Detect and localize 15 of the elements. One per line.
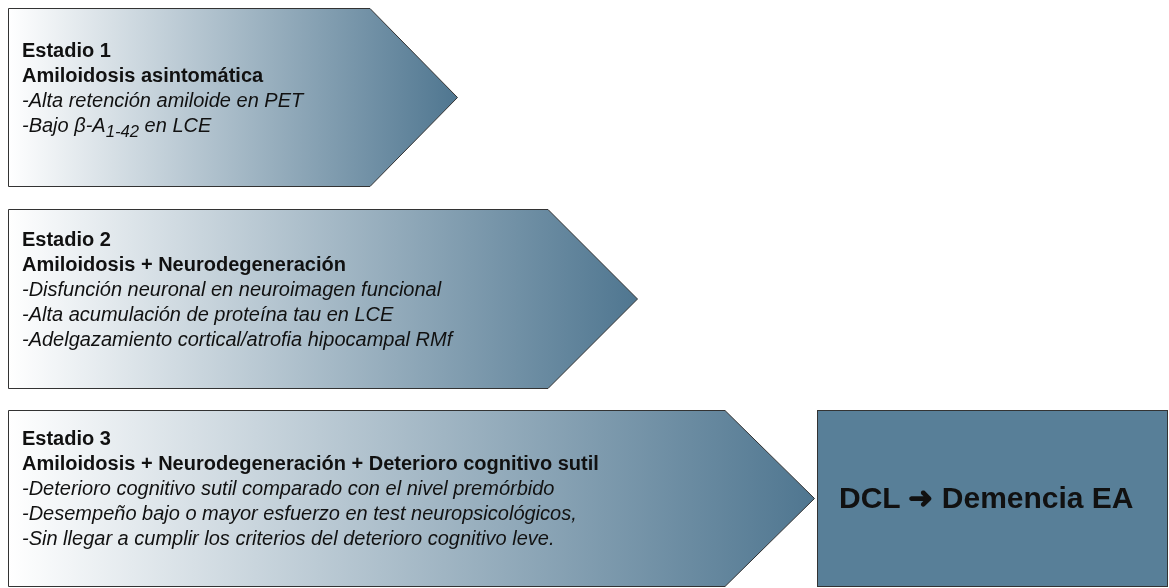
stage-title: Amiloidosis + Neurodegeneración xyxy=(22,252,346,277)
stage-detail: -Alta retención amiloide en PET xyxy=(22,88,304,113)
stage-title: Amiloidosis + Neurodegeneración + Deterioro cognitivo sutil xyxy=(22,451,599,476)
stage-detail: -Desempeño bajo o mayor esfuerzo en test neuropsicológicos, xyxy=(22,501,577,526)
outcome-text: DCL ➜ Demencia EA xyxy=(839,480,1134,515)
stage-detail: -Adelgazamiento cortical/atrofia hipocampal RMf xyxy=(22,327,453,352)
stage-detail: -Deterioro cognitivo sutil comparado con el nivel premórbido xyxy=(22,476,555,501)
stage-detail: -Bajo β-A$_{1-42}$ en LCE xyxy=(22,113,212,143)
stage-number: Estadio 3 xyxy=(22,426,111,451)
stage-title: Amiloidosis asintomática xyxy=(22,63,264,88)
stage-detail: -Disfunción neuronal en neuroimagen funcional xyxy=(22,277,442,302)
stage-detail: -Alta acumulación de proteína tau en LCE xyxy=(22,302,394,327)
stage-number: Estadio 1 xyxy=(22,38,111,63)
stage-number: Estadio 2 xyxy=(22,227,111,252)
stage-detail: -Sin llegar a cumplir los criterios del deterioro cognitivo leve. xyxy=(22,526,555,551)
